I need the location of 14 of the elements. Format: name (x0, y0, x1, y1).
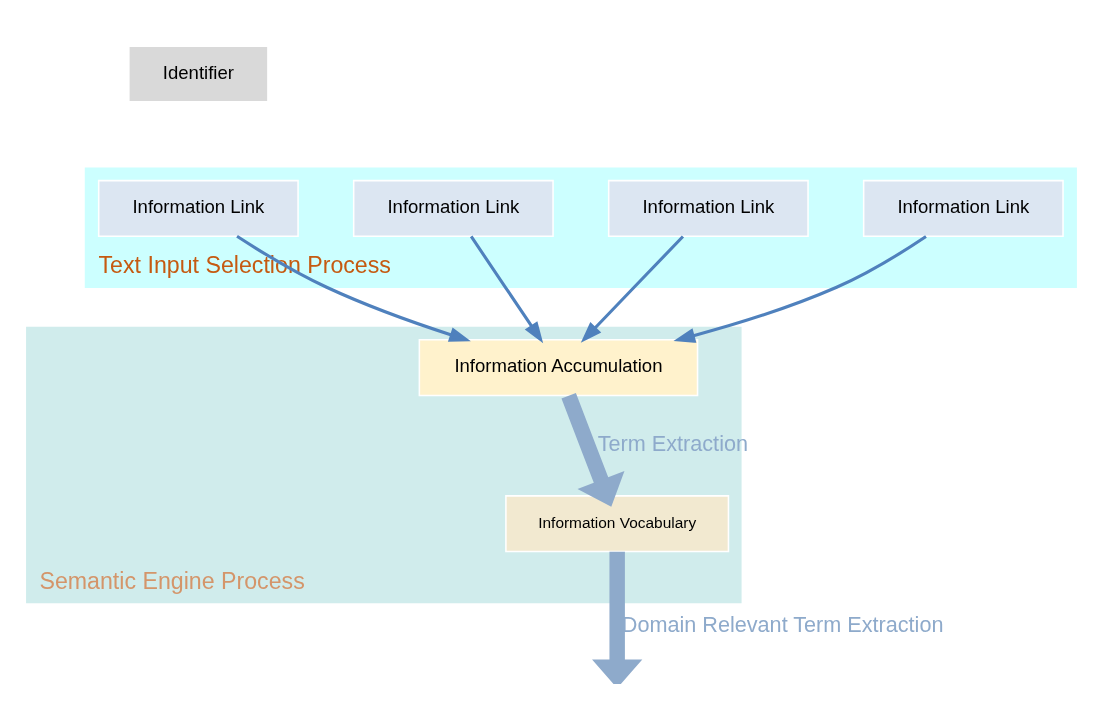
node-box: Information Link (862, 179, 1064, 238)
node-box: Information Accumulation (418, 339, 699, 397)
node-box: Identifier (128, 45, 269, 103)
node-box: Information Link (97, 179, 299, 238)
node-box: Information Link (352, 179, 554, 238)
arrow (673, 235, 927, 343)
node-box: Information Link (607, 179, 809, 238)
arrow (561, 393, 625, 507)
arrow (580, 235, 685, 343)
arrow (469, 235, 544, 344)
arrow (236, 235, 471, 342)
arrow (592, 551, 643, 684)
node-box: Information Vocabulary (505, 495, 730, 553)
edge-label: Term Extraction (597, 431, 749, 457)
